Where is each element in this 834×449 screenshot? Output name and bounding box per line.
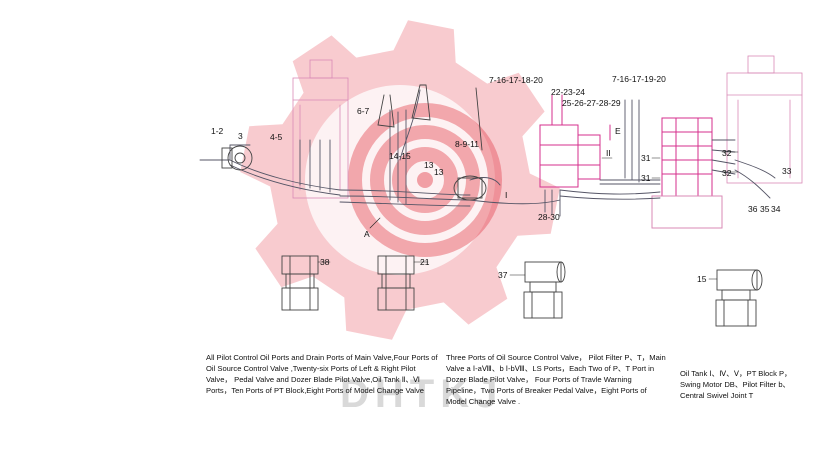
callout-label: 25-26-27-28-29 <box>562 98 621 108</box>
callout-label: 3 <box>238 131 243 141</box>
callout-label: 31 <box>641 173 651 183</box>
callout-label: 35 <box>760 204 770 214</box>
oil-tank-left <box>292 59 349 199</box>
oil-tank-right <box>726 55 803 184</box>
fitting-37 <box>523 261 566 319</box>
main-valve-bank <box>651 117 723 229</box>
callout-label: 8-9-11 <box>455 139 479 149</box>
fitting-38 <box>281 255 319 311</box>
callout-label: 33 <box>782 166 792 176</box>
pilot-valve-block <box>539 94 611 188</box>
callout-label: 28-30 <box>538 212 560 222</box>
callout-label: 7-16-17-18-20 <box>489 75 543 85</box>
callout-label: 36 <box>748 204 758 214</box>
caption-right: Oil Tank Ⅰ、Ⅳ、Ⅴ，PT Block P，Swing Motor DB… <box>680 369 792 400</box>
callout-label: 15 <box>697 274 707 284</box>
caption-left: All Pilot Control Oil Ports and Drain Po… <box>206 353 438 395</box>
joystick-levers <box>377 84 483 151</box>
callout-label: E <box>615 126 621 136</box>
callout-label: 21 <box>420 257 430 267</box>
callout-label: 13 <box>424 160 434 170</box>
callout-label: 38 <box>320 257 330 267</box>
callout-label: 1-2 <box>211 126 224 136</box>
pilot-filter <box>453 175 487 201</box>
gear-center-hole <box>305 85 495 275</box>
callout-label: A <box>364 229 370 239</box>
pilot-pump <box>221 145 253 171</box>
gear-core-dot <box>417 172 433 188</box>
caption-middle: Three Ports of Oil Source Control Valve，… <box>446 353 666 406</box>
callout-label: 34 <box>771 204 781 214</box>
callout-label: 6-7 <box>357 106 370 116</box>
pipe-bundles <box>199 89 776 217</box>
callout-label: 37 <box>498 270 508 280</box>
fitting-21 <box>377 255 415 311</box>
callout-label: II <box>606 148 611 158</box>
gear-ring-3 <box>392 147 458 213</box>
callout-label: 22-23-24 <box>551 87 586 97</box>
watermark-text: DHTKJ <box>340 372 504 416</box>
callout-label: 31 <box>641 153 651 163</box>
callout-label: 4-5 <box>270 132 283 142</box>
callout-label: I <box>505 190 508 200</box>
callout-label: 32 <box>722 168 732 178</box>
callout-label: 14-15 <box>389 151 411 161</box>
fitting-15 <box>715 269 763 327</box>
callout-label: 32 <box>722 148 732 158</box>
gear-ring-2 <box>370 125 480 235</box>
callout-label: 13 <box>434 167 444 177</box>
callout-label: 7-16-17-19-20 <box>612 74 666 84</box>
leader-lines <box>317 151 739 280</box>
